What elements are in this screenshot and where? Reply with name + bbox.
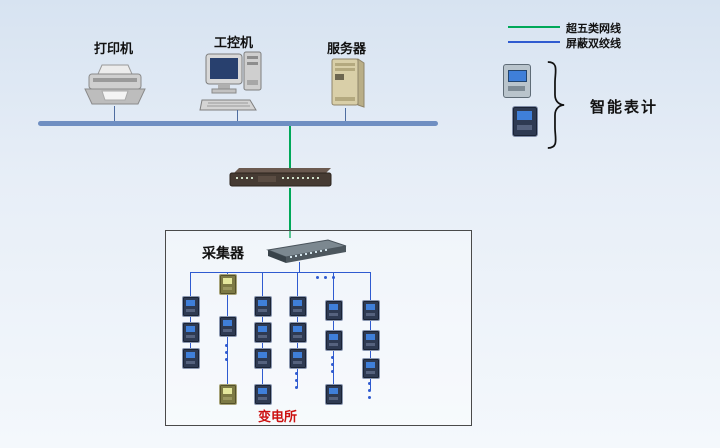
collector-icon: [266, 239, 347, 263]
server-label: 服务器: [327, 41, 367, 56]
substation-box: [165, 230, 472, 426]
meter-icon: [182, 322, 200, 343]
meter-icon: [289, 296, 307, 317]
meter-icon: [325, 330, 343, 351]
meter-icon: [325, 300, 343, 321]
meter-icon: [254, 322, 272, 343]
meter-icon: [289, 348, 307, 369]
meter-icon: [219, 316, 237, 337]
cat5-line-upper: [289, 126, 291, 170]
legend-stp-label: 屏蔽双绞线: [566, 38, 621, 50]
server-drop-line: [345, 108, 346, 123]
server-icon: [331, 58, 365, 108]
meter-icon: [219, 384, 237, 405]
ellipsis-dots-vertical: [368, 382, 371, 399]
meter-icon: [182, 296, 200, 317]
meter-icon: [254, 348, 272, 369]
meter-icon: [325, 384, 343, 405]
substation-label: 变电所: [258, 409, 298, 424]
cat5-line-lower: [289, 188, 291, 238]
meter-icon: [254, 296, 272, 317]
meter-icon: [254, 384, 272, 405]
meter-icon: [289, 322, 307, 343]
ellipsis-dots-vertical: [295, 372, 298, 389]
ellipsis-dots-horizontal: [316, 276, 335, 279]
ellipsis-dots-vertical: [331, 356, 334, 373]
ellipsis-dots-vertical: [225, 344, 228, 361]
legend-cat5-label: 超五类网线: [566, 23, 621, 35]
distribution-line: [190, 272, 371, 273]
meter-icon: [219, 274, 237, 295]
smart-meter-icon-1: [503, 64, 531, 98]
brace-icon: [547, 61, 565, 149]
collector-label: 采集器: [202, 245, 244, 261]
ipc-icon: [199, 51, 262, 111]
network-bus-line: [38, 121, 438, 126]
ipc-drop-line: [237, 110, 238, 123]
collector-drop-line: [299, 262, 300, 272]
printer-icon: [84, 64, 146, 105]
legend-cat5-line: [508, 26, 560, 28]
meter-icon: [182, 348, 200, 369]
legend-stp-line: [508, 41, 560, 43]
meter-icon: [362, 330, 380, 351]
ipc-label: 工控机: [214, 35, 254, 50]
meter-icon: [362, 300, 380, 321]
printer-label: 打印机: [94, 41, 134, 56]
smart-meter-icon-2: [512, 106, 538, 137]
printer-drop-line: [114, 106, 115, 123]
switch-icon: [229, 168, 332, 187]
smart-meter-group-label: 智能表计: [590, 99, 659, 116]
meter-icon: [362, 358, 380, 379]
